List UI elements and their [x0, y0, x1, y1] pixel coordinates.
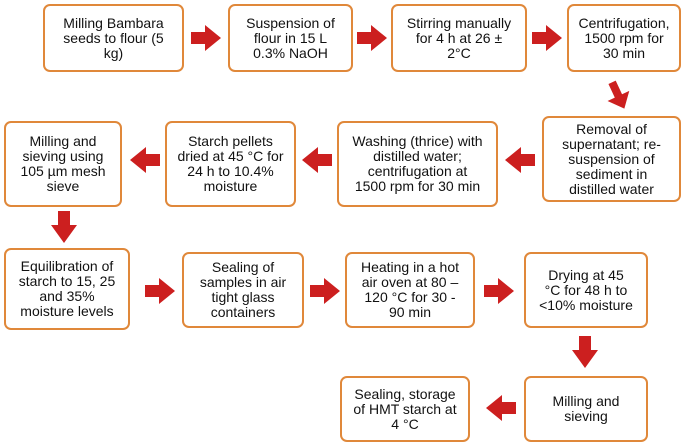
arrow-diagonal-down [607, 80, 630, 109]
arrow-left-1 [505, 147, 535, 173]
step-washing: Washing (thrice) with distilled water; c… [337, 121, 498, 207]
step-heating-oven: Heating in a hot air oven at 80 – 120 °C… [345, 252, 475, 328]
arrow-right-3 [532, 25, 562, 51]
arrow-right-4 [145, 278, 175, 304]
step-centrifugation: Centrifugation, 1500 rpm for 30 min [567, 4, 681, 72]
step-sealing-storage: Sealing, storage of HMT starch at 4 °C [340, 376, 470, 442]
arrow-right-1 [191, 25, 221, 51]
arrow-left-4 [486, 395, 516, 421]
step-stirring: Stirring manually for 4 h at 26 ± 2°C [391, 4, 527, 72]
step-equilibration: Equilibration of starch to 15, 25 and 35… [4, 248, 130, 330]
arrow-down-2 [572, 336, 598, 368]
step-milling-sieving: Milling and sieving [524, 376, 648, 442]
arrow-right-6 [484, 278, 514, 304]
step-removal-supernatant: Removal of supernatant; re- suspension o… [542, 116, 681, 202]
step-suspension-naoh: Suspension of flour in 15 L 0.3% NaOH [228, 4, 353, 72]
step-milling-seeds: Milling Bambara seeds to flour (5 kg) [43, 4, 184, 72]
arrow-left-2 [302, 147, 332, 173]
step-sealing-containers: Sealing of samples in air tight glass co… [182, 252, 304, 328]
arrow-left-3 [130, 147, 160, 173]
arrow-right-2 [357, 25, 387, 51]
arrow-down-1 [51, 211, 77, 243]
step-starch-pellets: Starch pellets dried at 45 °C for 24 h t… [165, 121, 296, 207]
step-milling-sieving-mesh: Milling and sieving using 105 µm mesh si… [4, 121, 122, 207]
arrow-right-5 [310, 278, 340, 304]
step-drying: Drying at 45 °C for 48 h to <10% moistur… [524, 252, 648, 328]
